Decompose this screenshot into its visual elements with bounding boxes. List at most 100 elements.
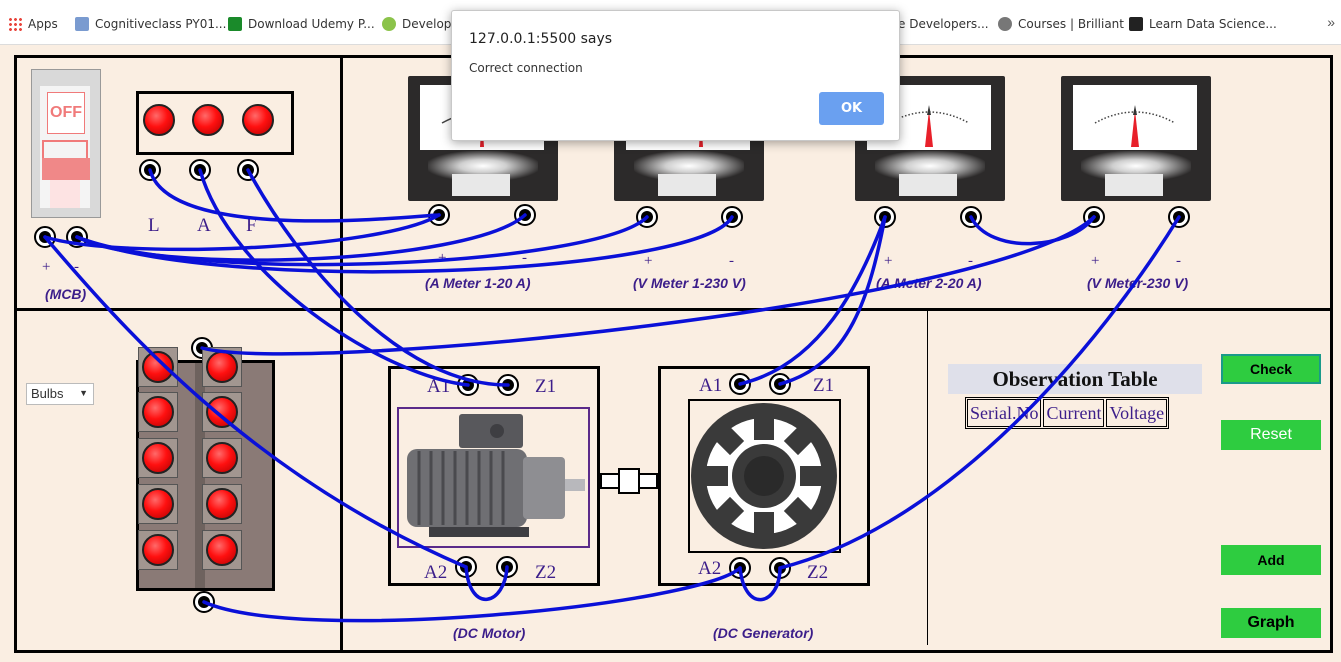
- generator-a2-label: A2: [698, 558, 722, 579]
- voltmeter-2-caption: (V Meter-230 V): [1087, 275, 1189, 291]
- supply-label-a: A: [197, 215, 211, 236]
- voltmeter-2: [1061, 76, 1211, 201]
- load-type-select[interactable]: Bulbs▼: [26, 383, 94, 405]
- ammeter-2-terminal-minus[interactable]: [960, 206, 982, 228]
- mcb-terminal-minus[interactable]: [66, 226, 88, 248]
- column-serial-no: Serial.No: [967, 399, 1042, 427]
- bulb-cell: [138, 347, 178, 387]
- mcb-caption: (MCB): [45, 286, 87, 302]
- ammeter-1-caption: (A Meter 1-20 A): [425, 275, 531, 291]
- ok-button[interactable]: OK: [819, 92, 884, 125]
- generator-z1-label: Z1: [813, 375, 835, 396]
- voltmeter-2-minus-label: -: [1176, 253, 1181, 269]
- bookmark-apps[interactable]: Apps: [8, 17, 58, 31]
- bookmark-udemy[interactable]: Download Udemy P...: [228, 17, 375, 31]
- motor-z2-label: Z2: [535, 562, 557, 583]
- voltmeter-2-plus-label: +: [1091, 253, 1100, 269]
- motor-terminal-a1[interactable]: [457, 374, 479, 396]
- supply-lamp-a: [192, 104, 224, 136]
- ammeter-2-minus-label: -: [968, 253, 973, 269]
- bulb: [206, 534, 238, 566]
- frame-divider-vertical: [340, 55, 343, 653]
- voltmeter-1-terminal-minus[interactable]: [721, 206, 743, 228]
- column-current: Current: [1043, 399, 1105, 427]
- supply-terminal-a[interactable]: [189, 159, 211, 181]
- frame-divider-horizontal: [14, 308, 1333, 311]
- ammeter-2-plus-label: +: [884, 253, 893, 269]
- ammeter-1-minus-label: -: [522, 250, 527, 266]
- bulb: [142, 396, 174, 428]
- bulb: [206, 442, 238, 474]
- voltmeter-1-minus-label: -: [729, 253, 734, 269]
- bulb-cell: [138, 438, 178, 478]
- bulb: [142, 442, 174, 474]
- generator-icon: [691, 403, 837, 549]
- datacamp-icon: [1129, 17, 1143, 31]
- bulb-cell: [202, 484, 242, 524]
- bulb: [142, 534, 174, 566]
- coupling-joint: [618, 468, 640, 494]
- generator-terminal-z2[interactable]: [769, 557, 791, 579]
- motor-a1-label: A1: [427, 376, 451, 397]
- ammeter-1-terminal-minus[interactable]: [514, 204, 536, 226]
- voltmeter-2-terminal-minus[interactable]: [1168, 206, 1190, 228]
- mcb-lever: [42, 158, 90, 180]
- android-icon: [382, 17, 396, 31]
- mcb-minus-label: -: [74, 259, 79, 275]
- alert-title: 127.0.0.1:5500 says: [469, 31, 613, 47]
- generator-terminal-a1[interactable]: [729, 373, 751, 395]
- supply-lamp-f: [242, 104, 274, 136]
- supply-lamp-box: [136, 91, 294, 155]
- check-button[interactable]: Check: [1221, 354, 1321, 384]
- motor-z1-label: Z1: [535, 376, 557, 397]
- observation-table: Serial.No Current Voltage: [965, 397, 1170, 429]
- add-button[interactable]: Add: [1221, 545, 1321, 575]
- generator-a1-label: A1: [699, 375, 723, 396]
- generator-z2-label: Z2: [807, 562, 829, 583]
- motor-terminal-a2[interactable]: [455, 556, 477, 578]
- bulb: [142, 488, 174, 520]
- supply-terminal-f[interactable]: [237, 159, 259, 181]
- ammeter-2-dial: [888, 105, 970, 147]
- supply-terminal-l[interactable]: [139, 159, 161, 181]
- ammeter-2: [855, 76, 1005, 201]
- motor-terminal-z2[interactable]: [496, 556, 518, 578]
- generator-terminal-a2[interactable]: [729, 557, 751, 579]
- dc-generator-caption: (DC Generator): [713, 625, 814, 641]
- supply-label-f: F: [246, 215, 257, 236]
- mcb-state-window: OFF: [47, 92, 85, 134]
- reset-button[interactable]: Reset: [1221, 420, 1321, 450]
- voltmeter-2-dial: [1094, 105, 1176, 147]
- ammeter-1-terminal-plus[interactable]: [428, 204, 450, 226]
- observation-divider: [927, 311, 928, 645]
- supply-label-l: L: [148, 215, 160, 236]
- load-terminal-bottom[interactable]: [193, 591, 215, 613]
- mcb-switch[interactable]: OFF: [31, 69, 101, 218]
- dc-generator-image: [688, 399, 841, 553]
- ammeter-2-caption: (A Meter 2-20 A): [876, 275, 982, 291]
- mcb-terminal-plus[interactable]: [34, 226, 56, 248]
- ftu-icon: [228, 17, 242, 31]
- motor-a2-label: A2: [424, 562, 448, 583]
- more-bookmarks-icon[interactable]: »: [1327, 14, 1335, 30]
- bulb-cell: [202, 438, 242, 478]
- chevron-down-icon: ▼: [79, 388, 88, 398]
- bulb-cell: [202, 347, 242, 387]
- motor-terminal-z1[interactable]: [497, 374, 519, 396]
- ammeter-2-terminal-plus[interactable]: [874, 206, 896, 228]
- observation-table-title: Observation Table: [948, 364, 1202, 394]
- voltmeter-1-terminal-plus[interactable]: [636, 206, 658, 228]
- dc-motor-caption: (DC Motor): [453, 625, 526, 641]
- voltmeter-2-terminal-plus[interactable]: [1083, 206, 1105, 228]
- bookmark-brilliant[interactable]: Courses | Brilliant: [998, 17, 1124, 31]
- column-voltage: Voltage: [1106, 399, 1168, 427]
- generator-terminal-z1[interactable]: [769, 373, 791, 395]
- bulb-cell: [138, 530, 178, 570]
- graph-button[interactable]: Graph: [1221, 608, 1321, 638]
- bookmark-developers[interactable]: Develope: [382, 17, 459, 31]
- bookmark-cognitiveclass[interactable]: Cognitiveclass PY01...: [75, 17, 226, 31]
- bookmark-learn-data-science[interactable]: Learn Data Science...: [1129, 17, 1277, 31]
- supply-lamp-l: [143, 104, 175, 136]
- bookmark-google-developers[interactable]: e Developers...: [898, 17, 989, 31]
- alert-dialog: 127.0.0.1:5500 says Correct connection O…: [451, 10, 900, 141]
